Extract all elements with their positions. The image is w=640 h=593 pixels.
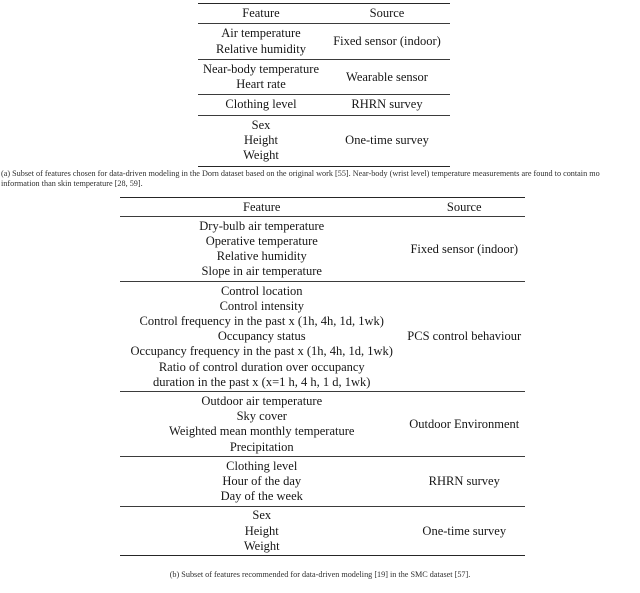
caption-b: (b) Subset of features recommended for d… <box>169 570 471 579</box>
feature-line: Occupancy status <box>217 329 306 344</box>
feature-cell: Clothing level <box>198 95 324 114</box>
source-cell: One-time survey <box>345 133 429 148</box>
feature-line: Control location <box>220 283 303 298</box>
feature-line: Sex <box>252 508 272 523</box>
feature-line: Weight <box>243 148 279 163</box>
feature-line: Control frequency in the past x (1h, 4h,… <box>139 313 384 328</box>
source-cell: PCS control behaviour <box>407 329 522 344</box>
source-cell: RHRN survey <box>351 97 423 112</box>
table-header-row: Feature Source <box>198 4 450 25</box>
feature-line: Near-body temperature <box>202 61 319 76</box>
column-header-source: Source <box>369 6 405 20</box>
feature-line: Height <box>244 523 279 538</box>
table-row: Clothing level RHRN survey <box>198 95 450 116</box>
feature-line: Relative humidity <box>216 249 307 264</box>
caption-a-line1: (a) Subset of features chosen for data-d… <box>1 168 600 178</box>
feature-line: Operative temperature <box>205 233 318 248</box>
caption-a: (a) Subset of features chosen for data-d… <box>1 169 640 189</box>
feature-line: Outdoor air temperature <box>201 393 323 408</box>
feature-line: Relative humidity <box>216 41 306 56</box>
feature-line: Height <box>243 133 279 148</box>
column-header-feature: Feature <box>243 199 281 214</box>
feature-line: Precipitation <box>229 439 294 454</box>
feature-line: Air temperature <box>221 26 301 41</box>
table-header-row: Feature Source <box>120 198 525 218</box>
feature-line: duration in the past x (x=1 h, 4 h, 1 d,… <box>153 374 371 389</box>
feature-line: Dry-bulb air temperature <box>199 218 325 233</box>
source-cell: Outdoor Environment <box>409 416 520 431</box>
source-cell: Fixed sensor (indoor) <box>410 241 519 256</box>
feature-line: Weighted mean monthly temperature <box>169 424 355 439</box>
feature-line: Heart rate <box>236 77 286 92</box>
source-cell: One-time survey <box>422 523 507 538</box>
feature-line: Clothing level <box>226 458 298 473</box>
feature-line: Sky cover <box>236 409 287 424</box>
column-header-source: Source <box>446 199 482 214</box>
feature-line: Ratio of control duration over occupancy <box>158 359 365 374</box>
feature-line: Sex <box>251 117 271 132</box>
feature-line: Day of the week <box>220 489 303 504</box>
source-cell: Fixed sensor (indoor) <box>333 33 441 48</box>
feature-line: Slope in air temperature <box>201 264 322 279</box>
source-cell: RHRN survey <box>428 473 500 488</box>
feature-line: Control intensity <box>219 298 304 313</box>
feature-line: Weight <box>243 538 280 553</box>
feature-line: Clothing level <box>225 97 297 112</box>
source-cell: Wearable sensor <box>346 69 428 84</box>
feature-line: Hour of the day <box>222 473 302 488</box>
caption-a-line2: information than skin temperature [28, 5… <box>1 178 143 188</box>
feature-line: Occupancy frequency in the past x (1h, 4… <box>130 344 393 359</box>
column-header-feature: Feature <box>242 6 280 20</box>
